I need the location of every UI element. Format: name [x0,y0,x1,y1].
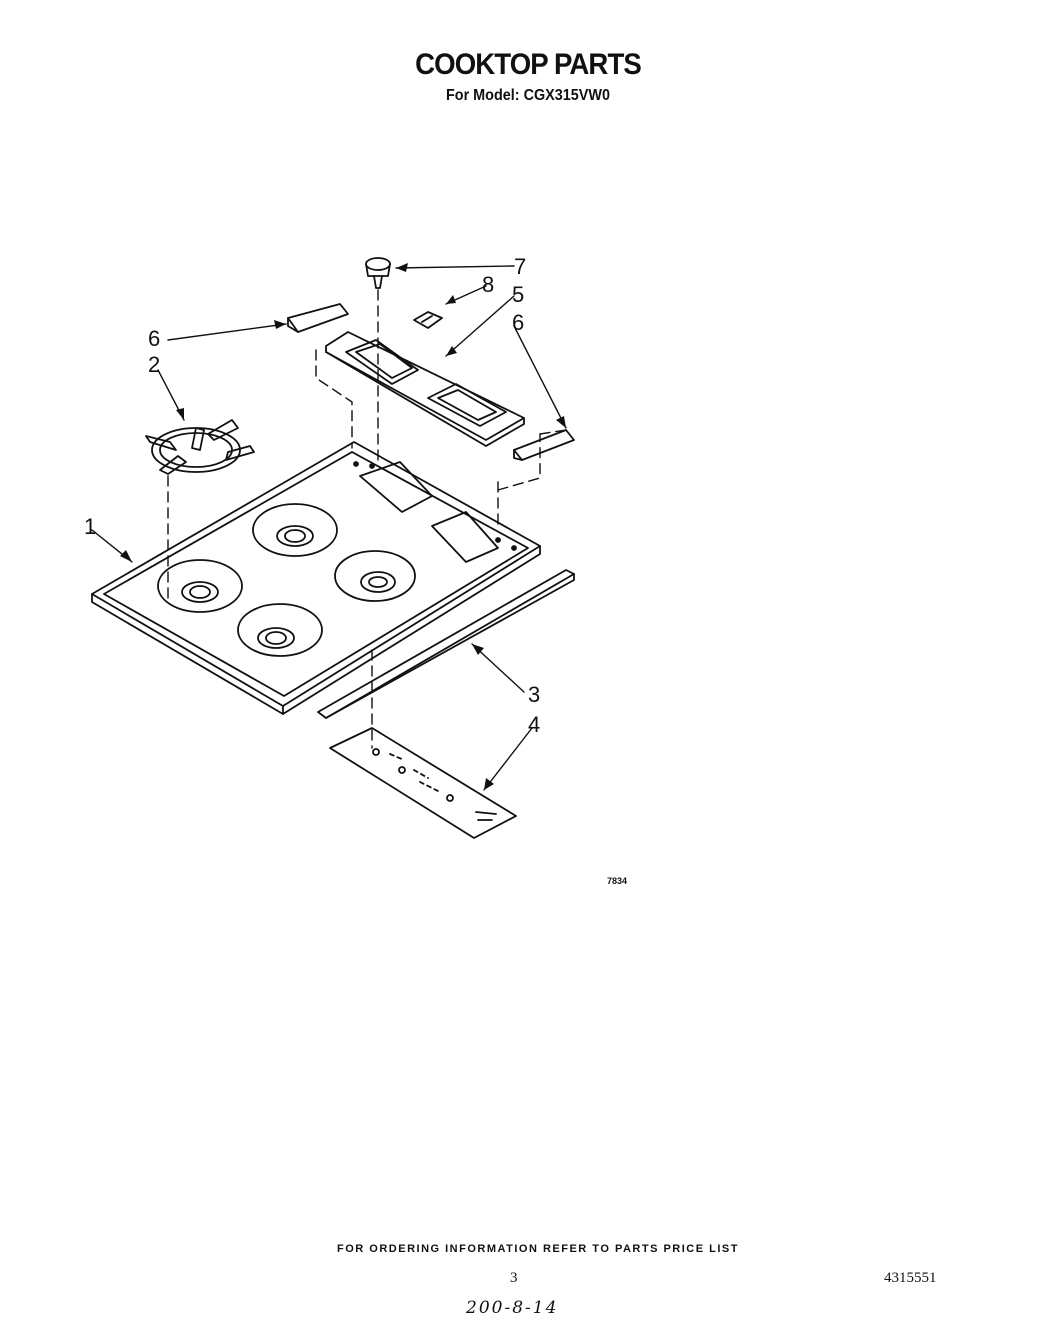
callout-8: 8 [482,272,495,297]
page-title: COOKTOP PARTS [415,48,642,81]
callout-7: 7 [514,254,527,279]
callout-4: 4 [528,712,541,737]
handwritten-note: 200-8-14 [466,1298,559,1318]
figure-number: 7834 [607,876,628,886]
backguard-frame [325,331,525,447]
callout-5: 5 [512,282,525,307]
control-plate [329,727,517,839]
callout-3: 3 [528,682,541,707]
front-trim [317,569,575,719]
model-subtitle: For Model: CGX315VW0 [445,87,611,104]
end-cap-right [513,429,575,461]
callout-6-left: 6 [148,326,161,351]
callout-2: 2 [148,352,161,377]
document-part-number: 4315551 [884,1270,937,1286]
end-cap-left [287,303,349,333]
clip [413,311,443,329]
igniter [365,257,391,289]
burner-grate [145,419,255,475]
cooktop-panel [91,441,541,715]
callout-1: 1 [84,514,97,539]
page-number: 3 [510,1270,518,1286]
ordering-note: FOR ORDERING INFORMATION REFER TO PARTS … [337,1243,739,1255]
callout-6-right: 6 [512,310,525,335]
